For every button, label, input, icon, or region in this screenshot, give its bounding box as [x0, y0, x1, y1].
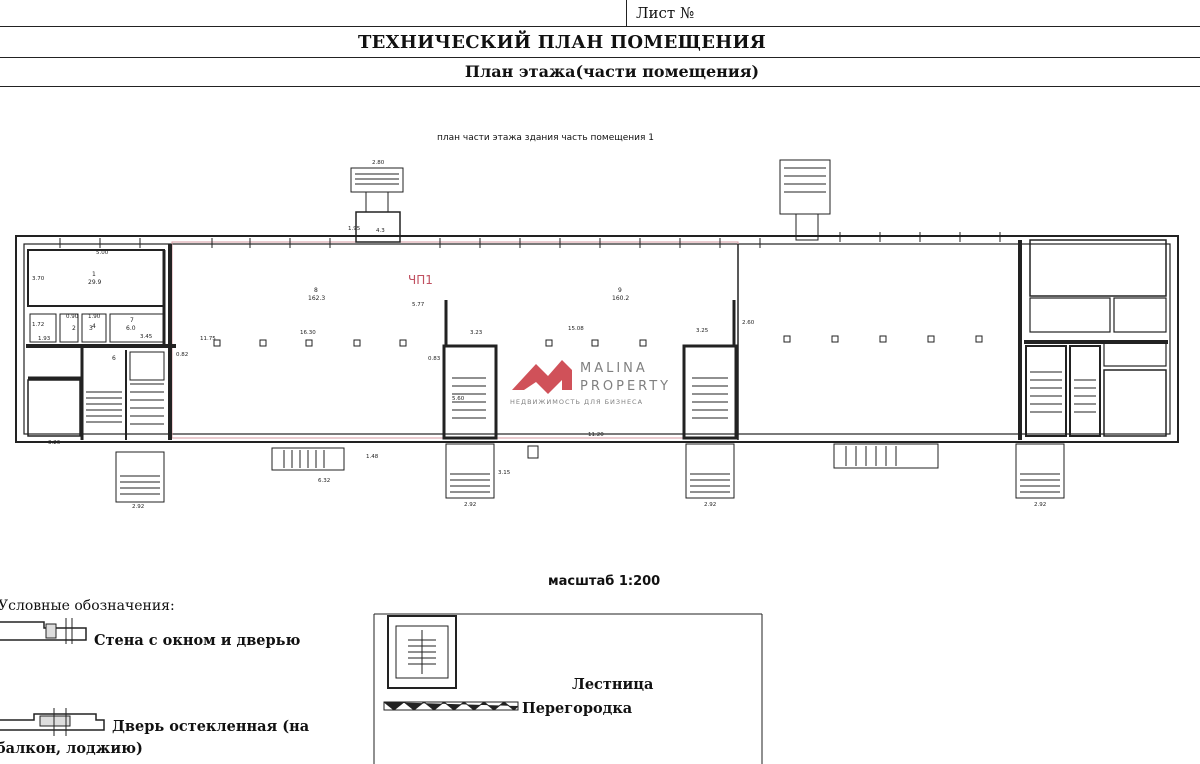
document-subtitle: План этажа(части помещения): [464, 62, 760, 81]
brand-name-line1: MALINA: [580, 361, 648, 376]
dimension-label: 16.30: [300, 330, 316, 336]
bottom-stair-2: [271, 447, 345, 471]
room-number: 9: [618, 287, 622, 294]
room-area: 6.0: [126, 325, 136, 332]
room-area: 29.9: [88, 279, 102, 286]
stair-core-center-left: [442, 300, 498, 440]
part-boundary: [171, 241, 739, 439]
dimension-label: 3.26: [48, 440, 61, 446]
dimension-label: 1.48: [366, 454, 379, 460]
legend-label-glazed-door-cont: балкон, лоджию): [0, 740, 143, 757]
wall-window-door-symbol: [0, 618, 87, 644]
dimension-label: 1.95: [348, 226, 361, 232]
legend-title: Условные обозначения:: [0, 598, 175, 614]
malina-watermark: MALINA PROPERTY НЕДВИЖИМОСТЬ ДЛЯ БИЗНЕСА: [510, 360, 671, 406]
dimension-label: 2.60: [742, 320, 755, 326]
room-number: 8: [314, 287, 318, 294]
dimension-label: 5.60: [452, 396, 465, 402]
sheet-number-label: Лист №: [636, 4, 695, 22]
dimension-label: 2.92: [1034, 502, 1046, 508]
bottom-stair-1: [115, 451, 165, 503]
dimension-label: 2.92: [464, 502, 476, 508]
dimension-label: 1.93: [38, 336, 51, 342]
dimension-label: 0.83: [428, 356, 441, 362]
room-number: 6: [112, 355, 116, 362]
partition-symbol: [383, 701, 519, 711]
dimension-label: 4.3: [376, 228, 385, 234]
room-number: 4: [92, 323, 96, 330]
dimension-label: 11.75: [200, 336, 216, 342]
header-rule-top: [0, 26, 1200, 27]
dimension-label: 3.45: [140, 334, 153, 340]
brand-logo-mark: [512, 360, 572, 394]
top-stair-left: [350, 167, 404, 243]
brand-name-line2: PROPERTY: [580, 379, 671, 394]
columns: [213, 335, 983, 347]
room-number: 3: [89, 325, 93, 332]
legend-frame: [373, 613, 763, 764]
bottom-stair-3: [445, 443, 495, 499]
dimension-label: 3.23: [470, 330, 483, 336]
part-label: ЧП1: [408, 273, 433, 287]
dimension-label: 2.92: [704, 502, 716, 508]
window-marks-top: [59, 232, 1001, 248]
top-stair-right: [779, 159, 831, 241]
room-number: 7: [130, 317, 134, 324]
legend-label-wall-window-door: Стена с окном и дверью: [94, 632, 301, 649]
dimension-label: 5.77: [412, 302, 425, 308]
header-rule-bottom: [0, 86, 1200, 87]
bottom-stair-4: [685, 443, 735, 499]
dimension-label: 5.00: [96, 250, 109, 256]
legend-label-partition: Перегородка: [522, 700, 633, 717]
bottom-stair-5: [833, 443, 939, 469]
room-area: 160.2: [612, 295, 629, 302]
dimension-label: 6.32: [318, 478, 330, 484]
dimension-label: 2.80: [372, 160, 385, 166]
plan-caption: план части этажа здания часть помещения …: [437, 133, 654, 143]
building-outline: [15, 235, 1179, 443]
scale-label: масштаб 1:200: [548, 574, 661, 589]
dimension-label: 1.90: [88, 314, 101, 320]
room-number: 2: [72, 325, 76, 332]
stair-core-center-right: [682, 300, 738, 440]
dimension-label: 11.20: [588, 432, 604, 438]
dimension-label: 2.92: [132, 504, 144, 510]
dimension-label: 0.90: [66, 314, 79, 320]
dimension-label: 3.70: [32, 276, 45, 282]
bottom-stair-6: [1015, 443, 1065, 499]
dimension-label: 3.25: [696, 328, 709, 334]
dimension-label: 1.72: [32, 322, 44, 328]
legend-label-staircase: Лестница: [572, 676, 654, 693]
brand-tagline: НЕДВИЖИМОСТЬ ДЛЯ БИЗНЕСА: [510, 398, 643, 406]
dimension-label: 0.82: [176, 352, 188, 358]
legend-label-glazed-door: Дверь остекленная (на: [112, 718, 310, 735]
document-title: ТЕХНИЧЕСКИЙ ПЛАН ПОМЕЩЕНИЯ: [357, 32, 767, 53]
dimension-label: 15.08: [568, 326, 584, 332]
room-area: 162.3: [308, 295, 325, 302]
sheet-box-divider: [626, 0, 627, 26]
glazed-door-symbol: [0, 708, 105, 736]
right-block: [1018, 239, 1168, 440]
header-rule-mid: [0, 57, 1200, 58]
staircase-symbol: [387, 615, 457, 689]
dimension-label: 3.15: [498, 470, 511, 476]
room-number: 1: [92, 271, 96, 278]
stair-left: [86, 351, 165, 425]
